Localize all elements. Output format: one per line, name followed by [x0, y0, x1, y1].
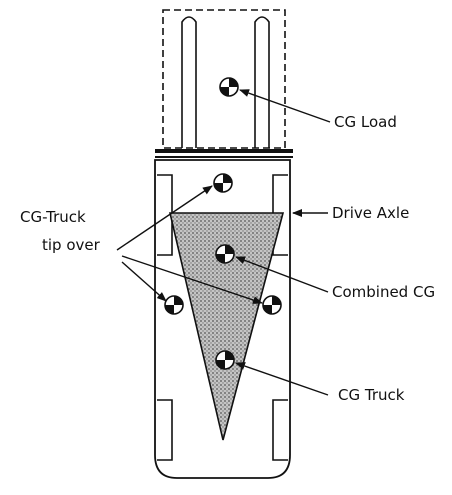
- cg-tip-over-marker-right: [262, 295, 282, 315]
- cg-truck-label: CG Truck: [338, 386, 405, 404]
- combined-cg-marker: [215, 244, 235, 264]
- cg-tip-over-label-line2: tip over: [42, 236, 101, 254]
- load-outline: [162, 9, 286, 149]
- cg-tip-over-marker-top: [213, 173, 233, 193]
- mast-bar: [155, 149, 293, 153]
- drive-axle-label: Drive Axle: [332, 204, 409, 222]
- cg-load-label: CG Load: [334, 113, 397, 131]
- right-fork: [254, 16, 270, 148]
- stability-triangle: [168, 212, 285, 441]
- cg-truck-leader: [235, 362, 329, 396]
- cg-load-leader: [239, 89, 331, 123]
- combined-cg-leader: [235, 256, 329, 293]
- mast-bar-lower: [155, 156, 293, 158]
- combined-cg-label: Combined CG: [332, 283, 435, 301]
- cg-truck-marker: [215, 350, 235, 370]
- cg-load-marker: [219, 77, 239, 97]
- left-fork: [181, 16, 197, 148]
- rear-right-wheel: [272, 399, 288, 461]
- cg-tip-over-label-line1: CG-Truck: [20, 208, 86, 226]
- rear-left-wheel: [157, 399, 173, 461]
- cg-tip-over-marker-left: [164, 295, 184, 315]
- tip-over-leaders: [116, 185, 263, 304]
